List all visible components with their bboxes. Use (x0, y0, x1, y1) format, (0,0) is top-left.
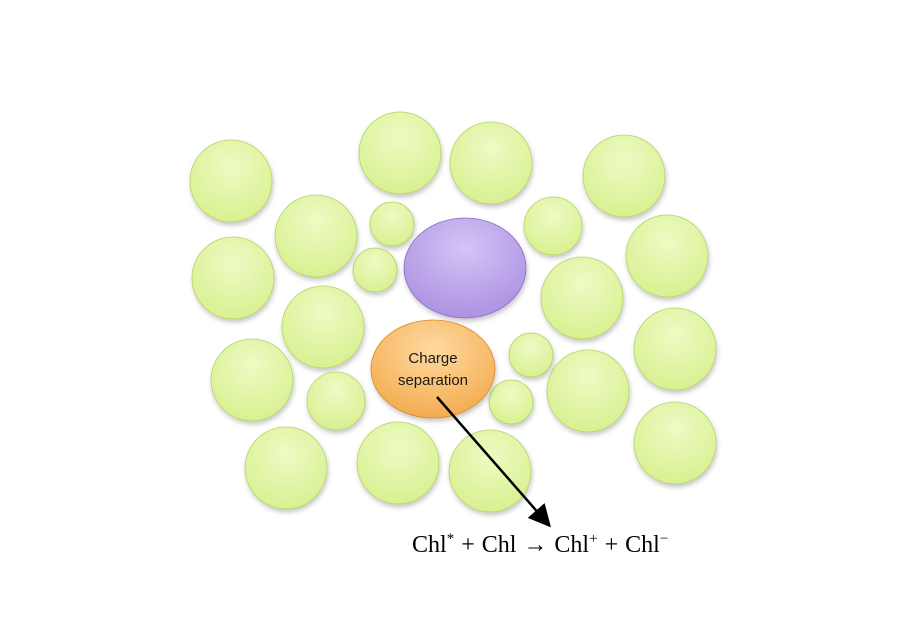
reaction-center (403, 217, 527, 319)
chlorophyll-molecule (306, 371, 366, 431)
chlorophyll-molecule (625, 214, 709, 298)
chlorophyll-molecule (582, 134, 666, 218)
chlorophyll-molecule (540, 256, 624, 340)
chlorophyll-molecule (189, 139, 273, 223)
chlorophyll-molecule (281, 285, 365, 369)
chlorophyll-molecule (369, 201, 415, 247)
chlorophyll-molecule (358, 111, 442, 195)
chlorophyll-molecule (210, 338, 294, 422)
chlorophyll-molecule (546, 349, 630, 433)
chlorophyll-molecules (189, 111, 717, 513)
equation-chl: Chl (481, 532, 517, 558)
chlorophyll-molecule (508, 332, 554, 378)
charge-separation-ellipse (370, 319, 496, 419)
chlorophyll-molecule (448, 429, 532, 513)
equation-plus: + (604, 532, 619, 558)
chlorophyll-molecule (488, 379, 534, 425)
equation-chl-cation: Chl+ (554, 531, 598, 558)
charge-separation-label-line1: Charge (408, 350, 457, 367)
chlorophyll-molecule (191, 236, 275, 320)
chlorophyll-molecule (244, 426, 328, 510)
equation-chl-anion: Chl− (625, 531, 669, 558)
chlorophyll-molecule (449, 121, 533, 205)
equation-plus: + (461, 532, 475, 558)
charge-separation-label-line2: separation (398, 372, 468, 389)
chlorophyll-molecule (633, 401, 717, 485)
chlorophyll-molecule (633, 307, 717, 391)
reaction-arrow (436, 396, 551, 528)
chlorophyll-molecule (356, 421, 440, 505)
chlorophyll-molecule (523, 196, 583, 256)
chlorophyll-molecule (352, 247, 398, 293)
equation-chl-excited: Chl* (412, 531, 455, 558)
equation-arrow: → (523, 532, 548, 558)
chlorophyll-molecule (274, 194, 358, 278)
charge-separation-equation: Chl*+Chl→Chl++Chl− (412, 531, 669, 558)
